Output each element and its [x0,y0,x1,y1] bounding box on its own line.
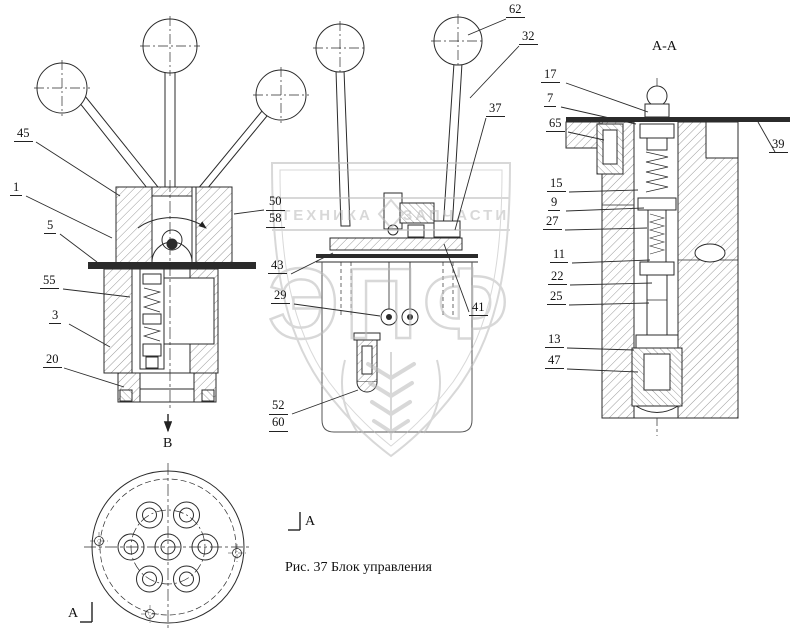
callout-37: 37 [486,101,505,118]
bottom-view-b [84,463,252,629]
view-b-label: В [163,436,173,451]
callout-58: 58 [266,211,285,228]
callout-25: 25 [547,289,566,306]
callout-52: 52 [269,398,288,415]
callout-43: 43 [268,258,287,275]
callout-22: 22 [548,269,567,286]
watermark-band-left: ТЕХНИКА [281,207,373,224]
watermark-band-right: ЗАПЧАСТИ [403,207,509,224]
callout-47: 47 [545,353,564,370]
callout-55: 55 [40,273,59,290]
callout-17: 17 [541,67,560,84]
callout-39: 39 [769,137,788,154]
callout-11: 11 [550,247,569,264]
figure-caption: Рис. 37 Блок управления [285,560,432,575]
callout-52-60: 52 60 [269,398,288,432]
callout-60: 60 [269,415,288,432]
callout-9: 9 [548,195,561,212]
callout-41: 41 [469,300,488,317]
callout-20: 20 [43,352,62,369]
callout-1: 1 [10,180,23,197]
callout-32: 32 [519,29,538,46]
left-body-section [88,180,256,410]
cut-a-label-right: А [305,514,316,529]
callout-29: 29 [271,288,290,305]
callout-3: 3 [49,308,62,325]
left-levers [34,16,309,202]
section-marks [80,414,301,623]
section-aa-label: А-А [652,39,677,54]
callout-50-58: 50 58 [266,194,285,228]
callout-15: 15 [547,176,566,193]
callout-7: 7 [544,91,557,108]
cut-a-label-bottom: А [68,606,79,621]
callout-65: 65 [546,116,565,133]
section-aa-view [565,78,790,436]
callout-27: 27 [543,214,562,231]
callout-45: 45 [14,126,33,143]
callout-50: 50 [266,194,285,211]
callout-62: 62 [506,2,525,19]
callout-5: 5 [44,218,57,235]
callout-leaders [25,18,776,415]
middle-assembly [313,14,485,433]
callout-13: 13 [545,332,564,349]
watermark: ТЕХНИКА ЗАПЧАСТИ ЭПФ [267,162,512,458]
